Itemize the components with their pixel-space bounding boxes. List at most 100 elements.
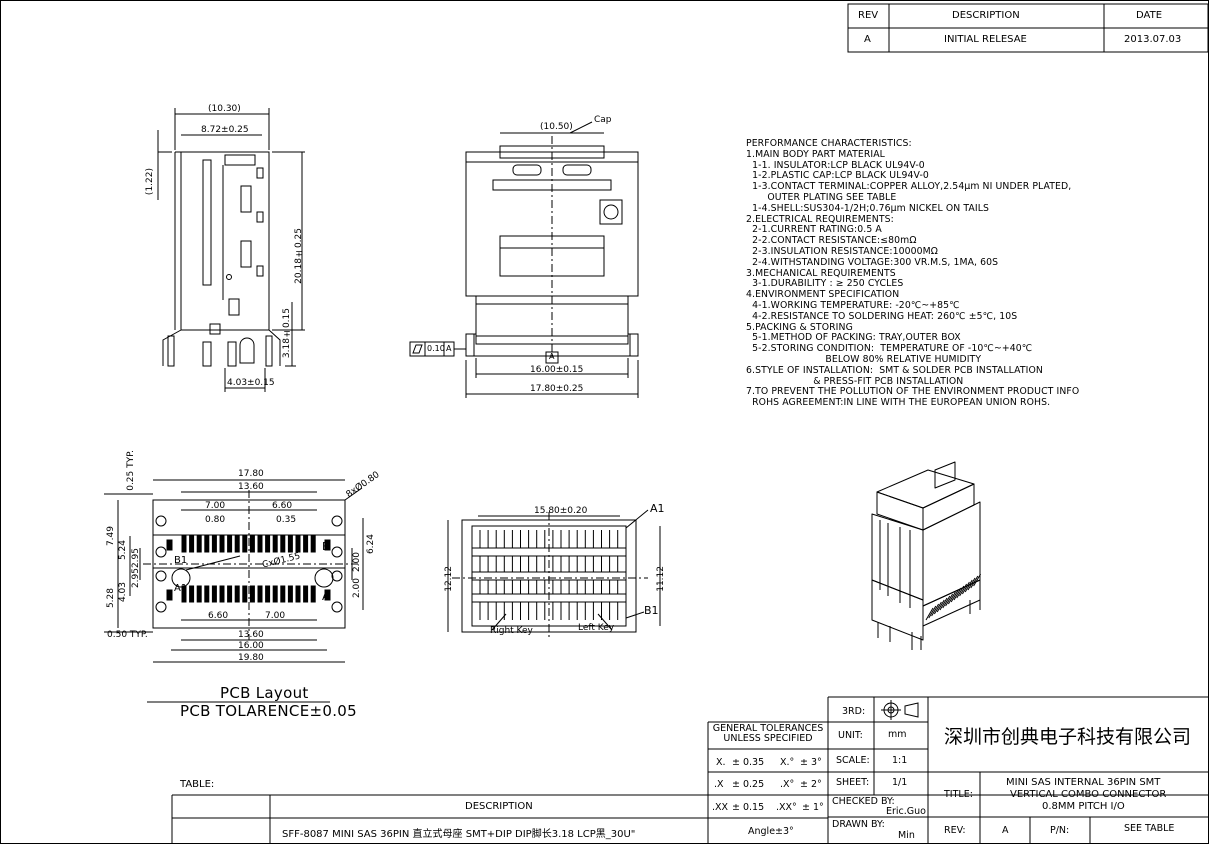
performance-line: 5-2.STORING CONDITION: TEMPERATURE OF -1…	[746, 343, 1033, 355]
unit-label: UNIT:	[838, 730, 863, 741]
dim-label: 13.60	[238, 482, 264, 492]
pad-shape	[959, 583, 968, 597]
description-header: DESCRIPTION	[465, 801, 533, 812]
pad-shape	[950, 589, 959, 603]
dim-label: 6.24	[366, 534, 376, 555]
date-header: DATE	[1136, 10, 1163, 21]
isometric-view	[871, 461, 982, 650]
pad-shape	[249, 535, 255, 553]
pad-shape	[939, 597, 948, 611]
performance-line: 1.MAIN BODY PART MATERIAL	[746, 148, 885, 160]
pad-shape	[227, 585, 233, 603]
pad-shape	[287, 585, 293, 603]
tol-cell: .X	[714, 779, 724, 790]
pad-shape	[295, 535, 301, 553]
performance-line: 3.MECHANICAL REQUIREMENTS	[746, 267, 896, 279]
pad-shape	[310, 535, 316, 553]
sheet-label: SHEET:	[836, 777, 870, 788]
performance-line: ROHS AGREEMENT:IN LINE WITH THE EUROPEAN…	[746, 397, 1051, 409]
tol-cell: ± 0.25	[732, 779, 765, 790]
pad-shape	[933, 601, 942, 615]
dim-label: 6.60	[208, 611, 229, 621]
pad-shape	[166, 539, 173, 551]
tol-cell: ± 1°	[802, 802, 824, 813]
pin-b1-label: B1	[644, 604, 659, 617]
pcb-tolerance: PCB TOLARENCE±0.05	[180, 702, 357, 720]
pad-shape	[242, 535, 248, 553]
dim-label: 0.25 TYP.	[126, 450, 136, 491]
performance-line: 1-1. INSULATOR:LCP BLACK UL94V-0	[746, 159, 925, 171]
pad-shape	[925, 607, 934, 621]
rev-label: REV:	[944, 825, 966, 836]
pad-shape	[265, 585, 271, 603]
dim-label: 2.95	[131, 548, 141, 569]
tol-cell: .XX	[712, 802, 729, 813]
performance-line: 6.STYLE OF INSTALLATION: SMT & SOLDER PC…	[746, 364, 1043, 376]
dim-label: 4.03	[118, 582, 128, 603]
performance-line: BELOW 80% RELATIVE HUMIDITY	[746, 353, 982, 365]
description-value: SFF-8087 MINI SAS 36PIN 直立式母座 SMT+DIP DI…	[282, 829, 636, 840]
dim-label: 6.60	[272, 501, 293, 511]
performance-line: 2.ELECTRICAL REQUIREMENTS:	[746, 213, 894, 225]
dim-label: (10.30)	[208, 104, 241, 114]
pad-shape	[324, 539, 331, 551]
pad-shape	[219, 585, 225, 603]
dim-label: 7.00	[205, 501, 226, 511]
performance-line: 1-3.CONTACT TERMINAL:COPPER ALLOY,2.54μm…	[746, 181, 1072, 193]
pad-shape	[970, 575, 979, 589]
pad-shape	[967, 577, 976, 591]
performance-line: OUTER PLATING SEE TABLE	[746, 191, 897, 203]
performance-line: 2-4.WITHSTANDING VOLTAGE:300 VR.M.S, 1MA…	[746, 256, 999, 268]
title-line-3: 0.8MM PITCH I/O	[1042, 801, 1125, 812]
front-view	[409, 121, 639, 398]
datum-ref: A	[446, 344, 452, 353]
performance-line: 4-2.RESISTANCE TO SOLDERING HEAT: 260℃ ±…	[746, 310, 1018, 322]
pad-shape	[196, 535, 202, 553]
title-label: TITLE:	[944, 789, 973, 800]
tol-cell: ± 0.35	[732, 757, 765, 768]
dim-label: 2.00	[352, 578, 362, 599]
dim-label: 20.18±0.25	[294, 228, 304, 284]
dim-label: 17.80	[238, 469, 264, 479]
title-block-frame	[171, 3, 1209, 843]
performance-line: 5.PACKING & STORING	[746, 321, 853, 333]
rev-value: A	[1002, 825, 1009, 836]
drawn-value: Min	[898, 830, 915, 841]
tol-cell: X.	[716, 757, 726, 768]
pad-shape	[303, 535, 309, 553]
performance-line: 2-2.CONTACT RESISTANCE:≤80mΩ	[746, 235, 917, 247]
dim-label: 12.12	[444, 566, 454, 592]
pad-shape	[189, 585, 195, 603]
performance-characteristics: PERFORMANCE CHARACTERISTICS: 1.MAIN BODY…	[746, 138, 1079, 409]
description-header: DESCRIPTION	[952, 10, 1020, 21]
title-line-1: MINI SAS INTERNAL 36PIN SMT	[1006, 777, 1161, 788]
dim-label: 13.60	[238, 630, 264, 640]
pad-shape	[181, 535, 187, 553]
pad-shape	[204, 535, 210, 553]
rev-header: REV	[858, 10, 879, 21]
pad-shape	[257, 535, 263, 553]
dim-label: (1.22)	[145, 168, 155, 196]
pad-shape	[181, 585, 187, 603]
performance-line: 2-1.CURRENT RATING:0.5 A	[746, 224, 882, 236]
pcb-layout-title: PCB Layout	[220, 684, 309, 702]
pad-shape	[211, 585, 217, 603]
flatness-value: 0.10	[427, 344, 445, 353]
table-label: TABLE:	[180, 779, 215, 790]
dim-label: 7.00	[265, 611, 286, 621]
dim-label: 17.80±0.25	[530, 384, 584, 394]
tol-cell: X.°	[780, 757, 795, 768]
performance-line: & PRESS-FIT PCB INSTALLATION	[746, 375, 964, 387]
rev-value: A	[864, 34, 871, 45]
tol-cell: .XX°	[776, 802, 797, 813]
dim-label: 7.49	[106, 526, 116, 547]
pad-shape	[280, 585, 286, 603]
dim-label: (10.50)	[540, 122, 573, 132]
pad-a1-label: A1	[174, 583, 188, 594]
pad-shape	[242, 585, 248, 603]
pad-a-label: A	[322, 590, 330, 603]
rev-date: 2013.07.03	[1124, 34, 1182, 45]
checked-value: Eric.Guo	[886, 806, 926, 817]
dim-label: 2.95	[131, 568, 141, 589]
